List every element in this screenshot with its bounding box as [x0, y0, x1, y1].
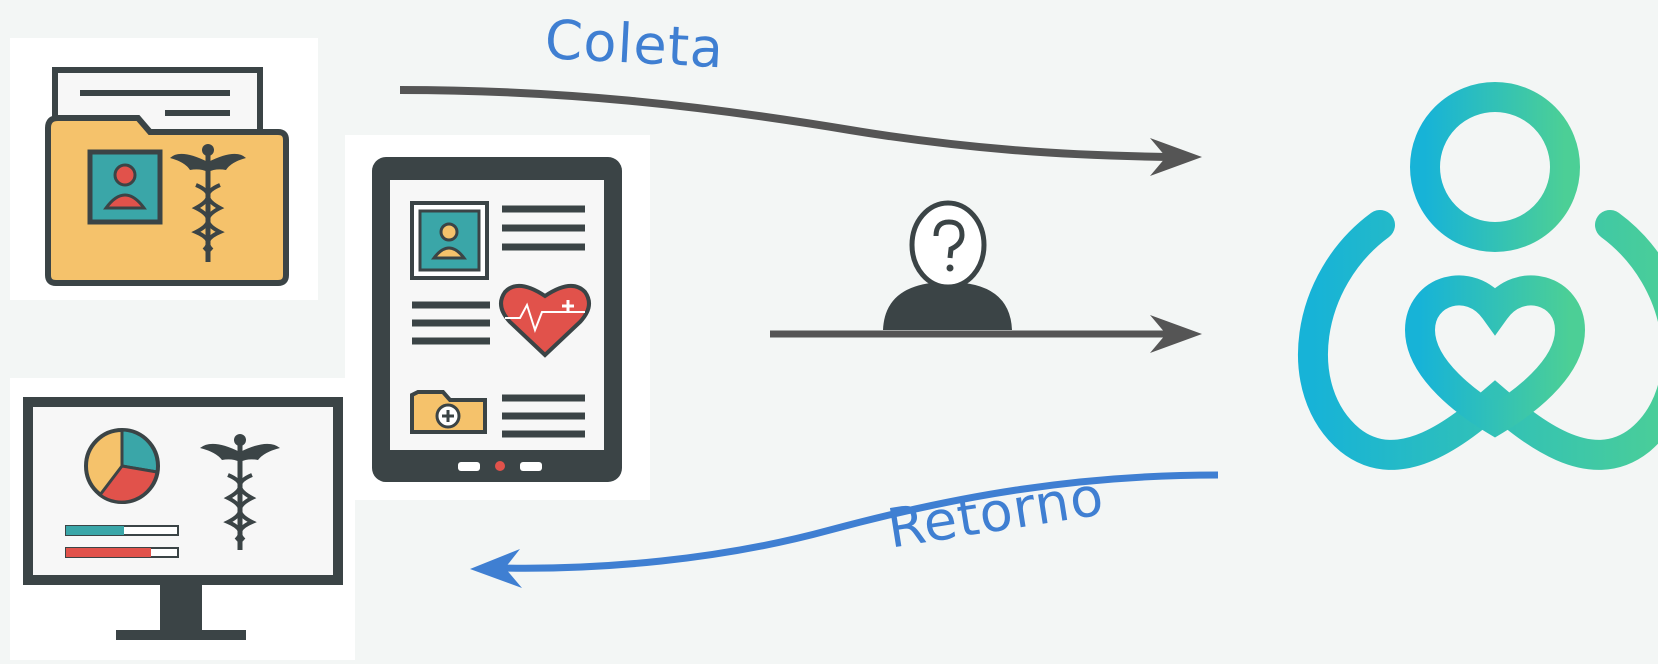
anonymous-person-icon: [883, 200, 1012, 330]
care-logo-icon: [1297, 82, 1658, 470]
monitor-report-icon: [10, 378, 355, 660]
anonymized-arrow: [770, 315, 1202, 353]
collect-arrow: [399, 86, 1202, 176]
tablet-record-icon: [345, 135, 650, 500]
return-arrow: [470, 471, 1219, 588]
collect-label: Coleta: [543, 8, 726, 81]
medical-folder-icon: [10, 38, 318, 300]
